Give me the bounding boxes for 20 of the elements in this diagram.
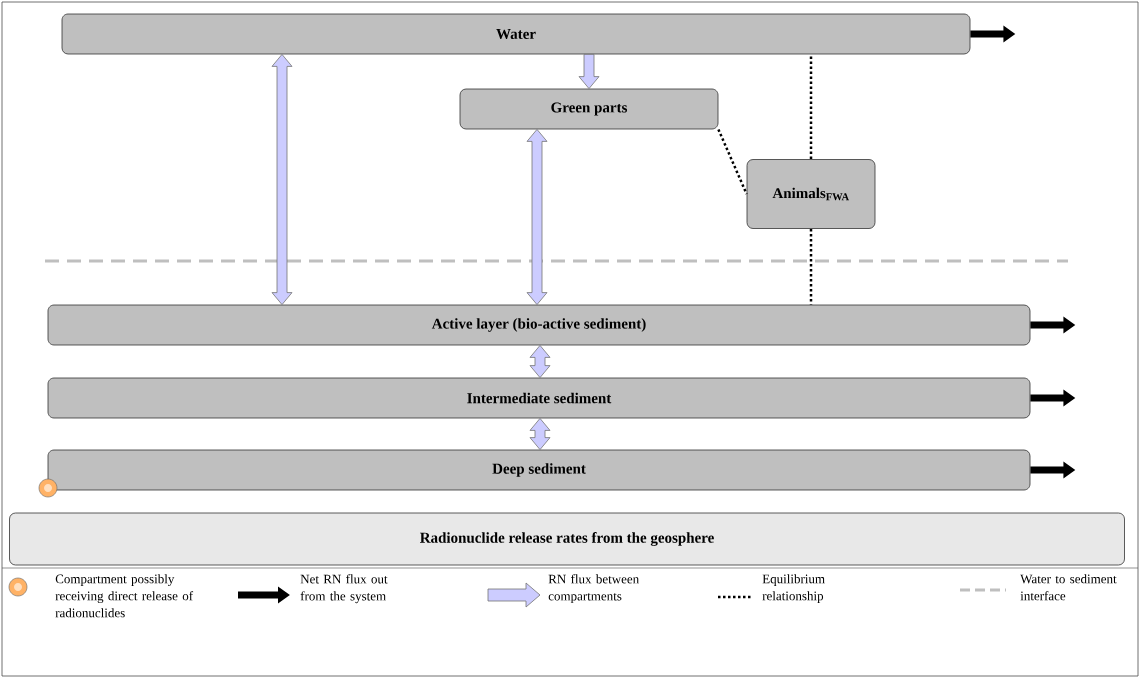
compartment-box: Deep sediment (47, 449, 1031, 491)
compartment-box: Active layer (bio-active sediment) (47, 304, 1031, 346)
flux-arrow (526, 129, 548, 305)
compartment-box: Water (61, 13, 971, 55)
legend-text: Net RN flux out from the system (300, 574, 388, 604)
flux-arrow (529, 345, 551, 378)
flux-arrow (529, 418, 551, 450)
dotted-line (717, 128, 748, 195)
flux-arrow (271, 54, 293, 305)
legend-text: Water to sediment interface (1020, 574, 1117, 601)
compartment-box: Animals$_{FWA}$ (746, 159, 876, 229)
legend-text: Equilibrium relationship (762, 574, 825, 603)
legend-text: RN flux between compartments (548, 574, 639, 604)
compartment-box: Intermediate sediment (47, 377, 1031, 419)
legend-text: Compartment possibly receiving direct release of radionuclides (55, 574, 194, 618)
dotted-line (809, 54, 813, 160)
compartment-box: Green parts (459, 88, 719, 130)
dotted-line (809, 228, 813, 305)
flux-arrow (578, 54, 600, 89)
geosphere-box: Radionuclide release rates from the geosphere (9, 512, 1125, 566)
